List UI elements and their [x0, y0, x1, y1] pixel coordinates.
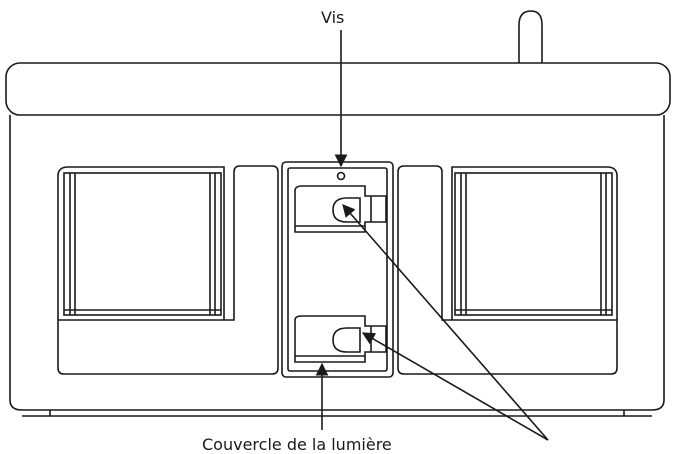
latch-arrow-lower	[361, 332, 549, 441]
light-cover-label: Couvercle de la lumière	[202, 435, 392, 454]
latch-arrow-upper	[342, 204, 549, 441]
screw-label: Vis	[321, 8, 345, 27]
device-top-housing	[5, 62, 671, 116]
screw	[336, 171, 346, 181]
right-panel	[397, 165, 618, 375]
device-body	[9, 115, 665, 411]
light-cover	[281, 161, 394, 378]
antenna	[518, 10, 543, 63]
left-panel	[57, 165, 279, 375]
lower-latch	[294, 315, 387, 363]
upper-latch	[294, 185, 387, 233]
